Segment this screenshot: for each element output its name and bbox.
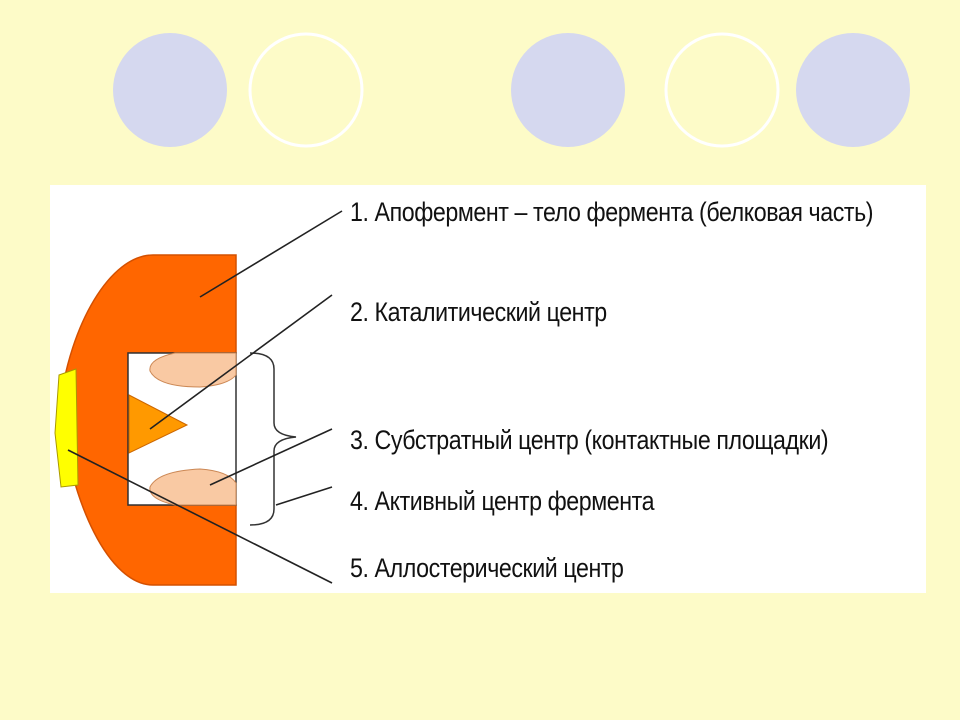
decor-circle-filled — [796, 33, 910, 147]
decor-circle-filled — [113, 33, 227, 147]
leader-line-catalytic — [149, 294, 333, 430]
leader-line-allosteric — [67, 449, 333, 584]
contact-pad-top — [149, 352, 237, 388]
leader-line-substrate — [209, 428, 333, 486]
label-catalytic-center: 2. Каталитический центр — [350, 297, 607, 327]
allosteric-center — [54, 368, 79, 488]
decorative-circles — [113, 32, 910, 148]
enzyme-diagram — [54, 210, 343, 586]
decor-circle-outline — [248, 32, 364, 148]
leader-line-active — [275, 486, 333, 506]
label-allosteric-center: 5. Аллостерический центр — [350, 553, 624, 583]
label-apoenzyme: 1. Апофермент – тело фермента (белковая … — [350, 197, 874, 227]
diagram-panel: 1. Апофермент – тело фермента (белковая … — [50, 185, 926, 593]
decor-circle-filled — [511, 33, 625, 147]
active-center-brace — [249, 352, 297, 526]
leader-line-apoenzyme — [199, 210, 343, 298]
label-active-center: 4. Активный центр фермента — [350, 486, 655, 516]
contact-pad-bottom — [149, 468, 237, 506]
decor-circle-outline — [664, 32, 780, 148]
label-substrate-center: 3. Субстратный центр (контактные площадк… — [350, 425, 829, 455]
